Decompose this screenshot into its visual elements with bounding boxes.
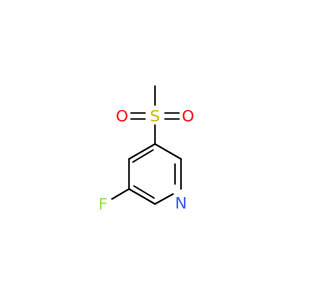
bonds: [111, 85, 182, 205]
bond-ring-c3-c4: [128, 143, 156, 160]
bond-ring-c6-n: [154, 193, 174, 205]
atom-labels: S O O N F: [98, 107, 194, 214]
bond-ring-c3-c4-inner: [132, 149, 154, 163]
molecule-structure: S O O N F: [98, 85, 194, 214]
atom-oxygen-right: O: [182, 107, 195, 126]
bond-ring-c5-c6-inner: [133, 185, 155, 199]
atom-sulfur: S: [150, 107, 160, 126]
bond-ring-c5-c6: [128, 188, 156, 205]
atom-oxygen-left: O: [116, 107, 129, 126]
atom-nitrogen: N: [175, 194, 187, 213]
bond-carbon-fluorine: [111, 188, 130, 200]
bond-ring-c2-c3: [154, 143, 182, 160]
atom-fluorine: F: [98, 195, 107, 214]
